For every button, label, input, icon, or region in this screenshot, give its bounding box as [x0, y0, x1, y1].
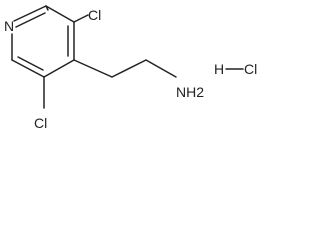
bond-ch2-amine [145, 59, 177, 78]
bond-n-c2-inner [15, 12, 46, 28]
bond-c5-c6 [11, 59, 45, 78]
pyridine-ring [11, 5, 75, 78]
bond-c5-c6-inner [17, 56, 44, 71]
bond-ch2-ch2 [111, 59, 147, 78]
atom-label-salt-chlorine: Cl [244, 61, 257, 77]
bond-c2-c3 [45, 5, 75, 23]
atom-label-chlorine-bottom: Cl [34, 115, 47, 131]
bond-c3-chlorine [73, 14, 89, 23]
bond-n-c2 [13, 5, 47, 22]
bond-c4-ch2 [73, 59, 113, 78]
atom-label-ring-nitrogen: N [4, 18, 14, 34]
bond-c4-c5 [43, 59, 75, 78]
chemical-structure: N Cl Cl NH2 H Cl [4, 5, 257, 131]
atom-label-amine: NH2 [176, 84, 204, 100]
atom-label-chlorine-top: Cl [88, 7, 101, 23]
atom-label-salt-hydrogen: H [214, 61, 224, 77]
